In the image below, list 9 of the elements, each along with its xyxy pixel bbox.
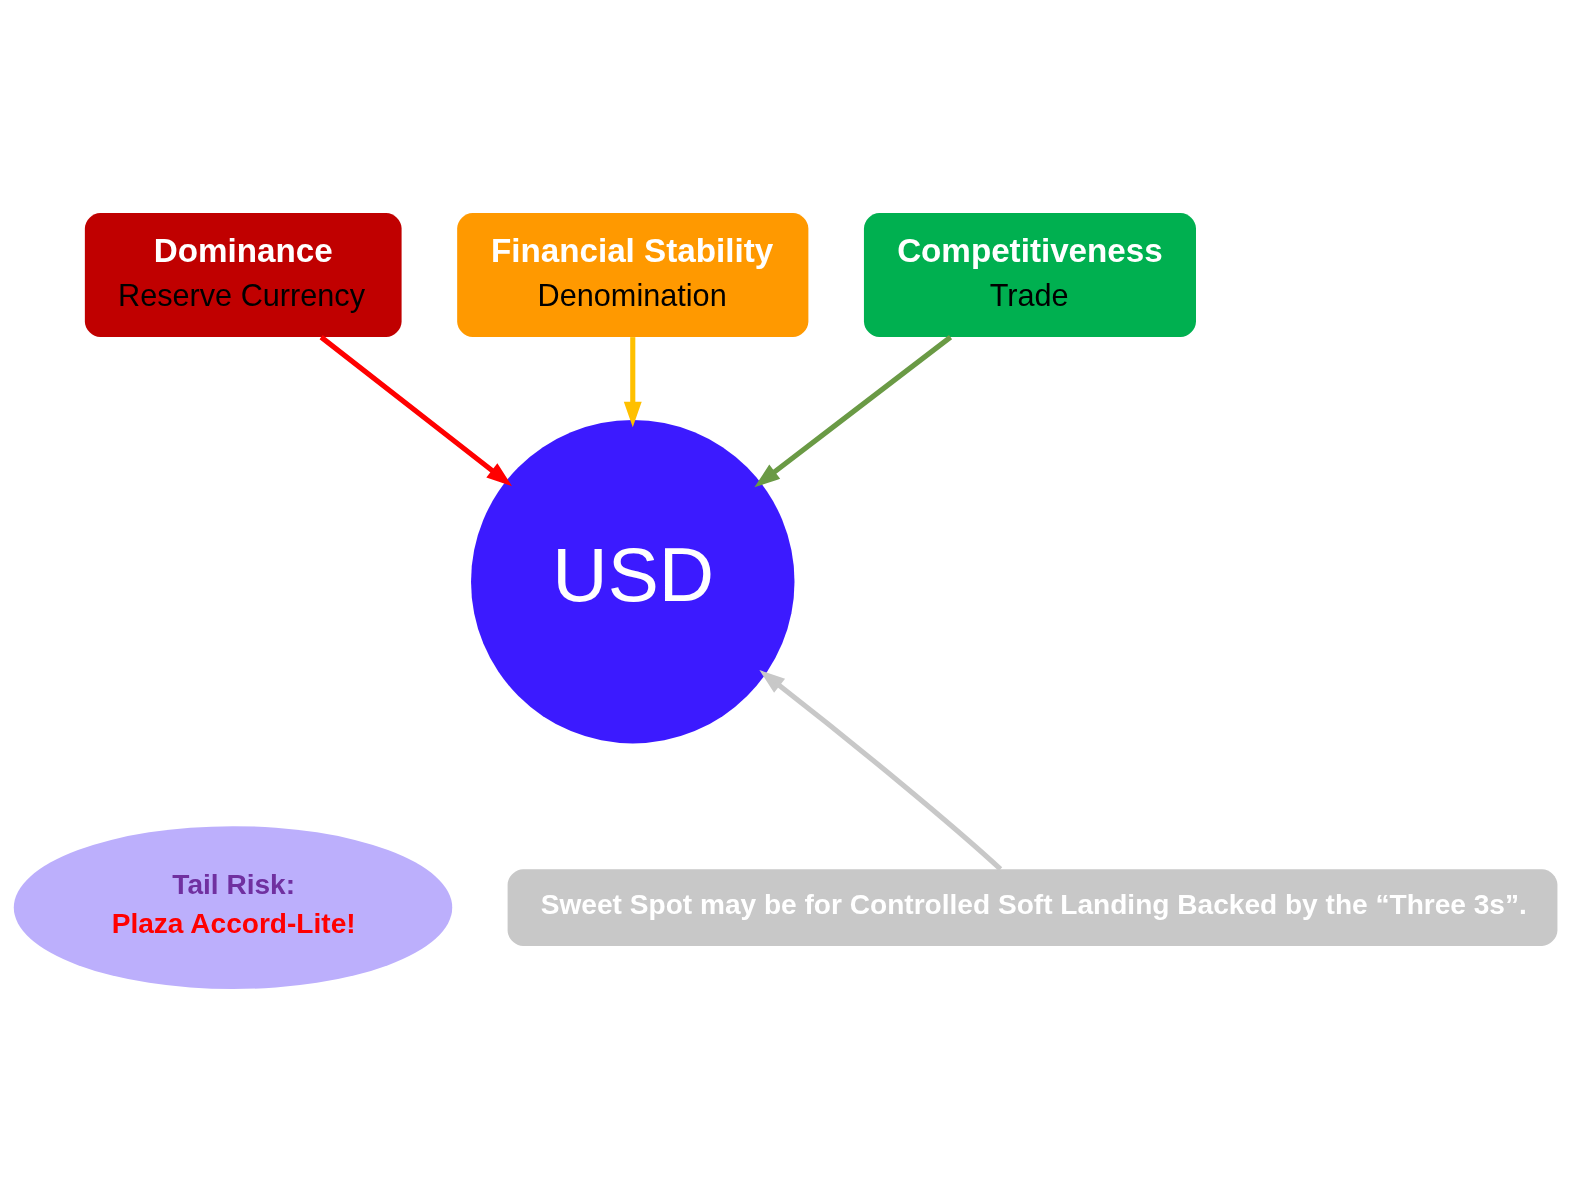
- node-ellipse: Tail Risk: Plaza Accord-Lite!: [13, 825, 453, 989]
- arrow: [754, 334, 953, 487]
- node-circle: USD: [471, 419, 795, 743]
- arrow: [319, 334, 513, 486]
- arrow: [623, 336, 642, 427]
- node-box: Financial Stability Denomination: [457, 212, 809, 337]
- arrow: [759, 669, 1003, 871]
- node-box: Dominance Reserve Currency: [84, 212, 402, 337]
- node-box: Competitiveness Trade: [863, 212, 1196, 337]
